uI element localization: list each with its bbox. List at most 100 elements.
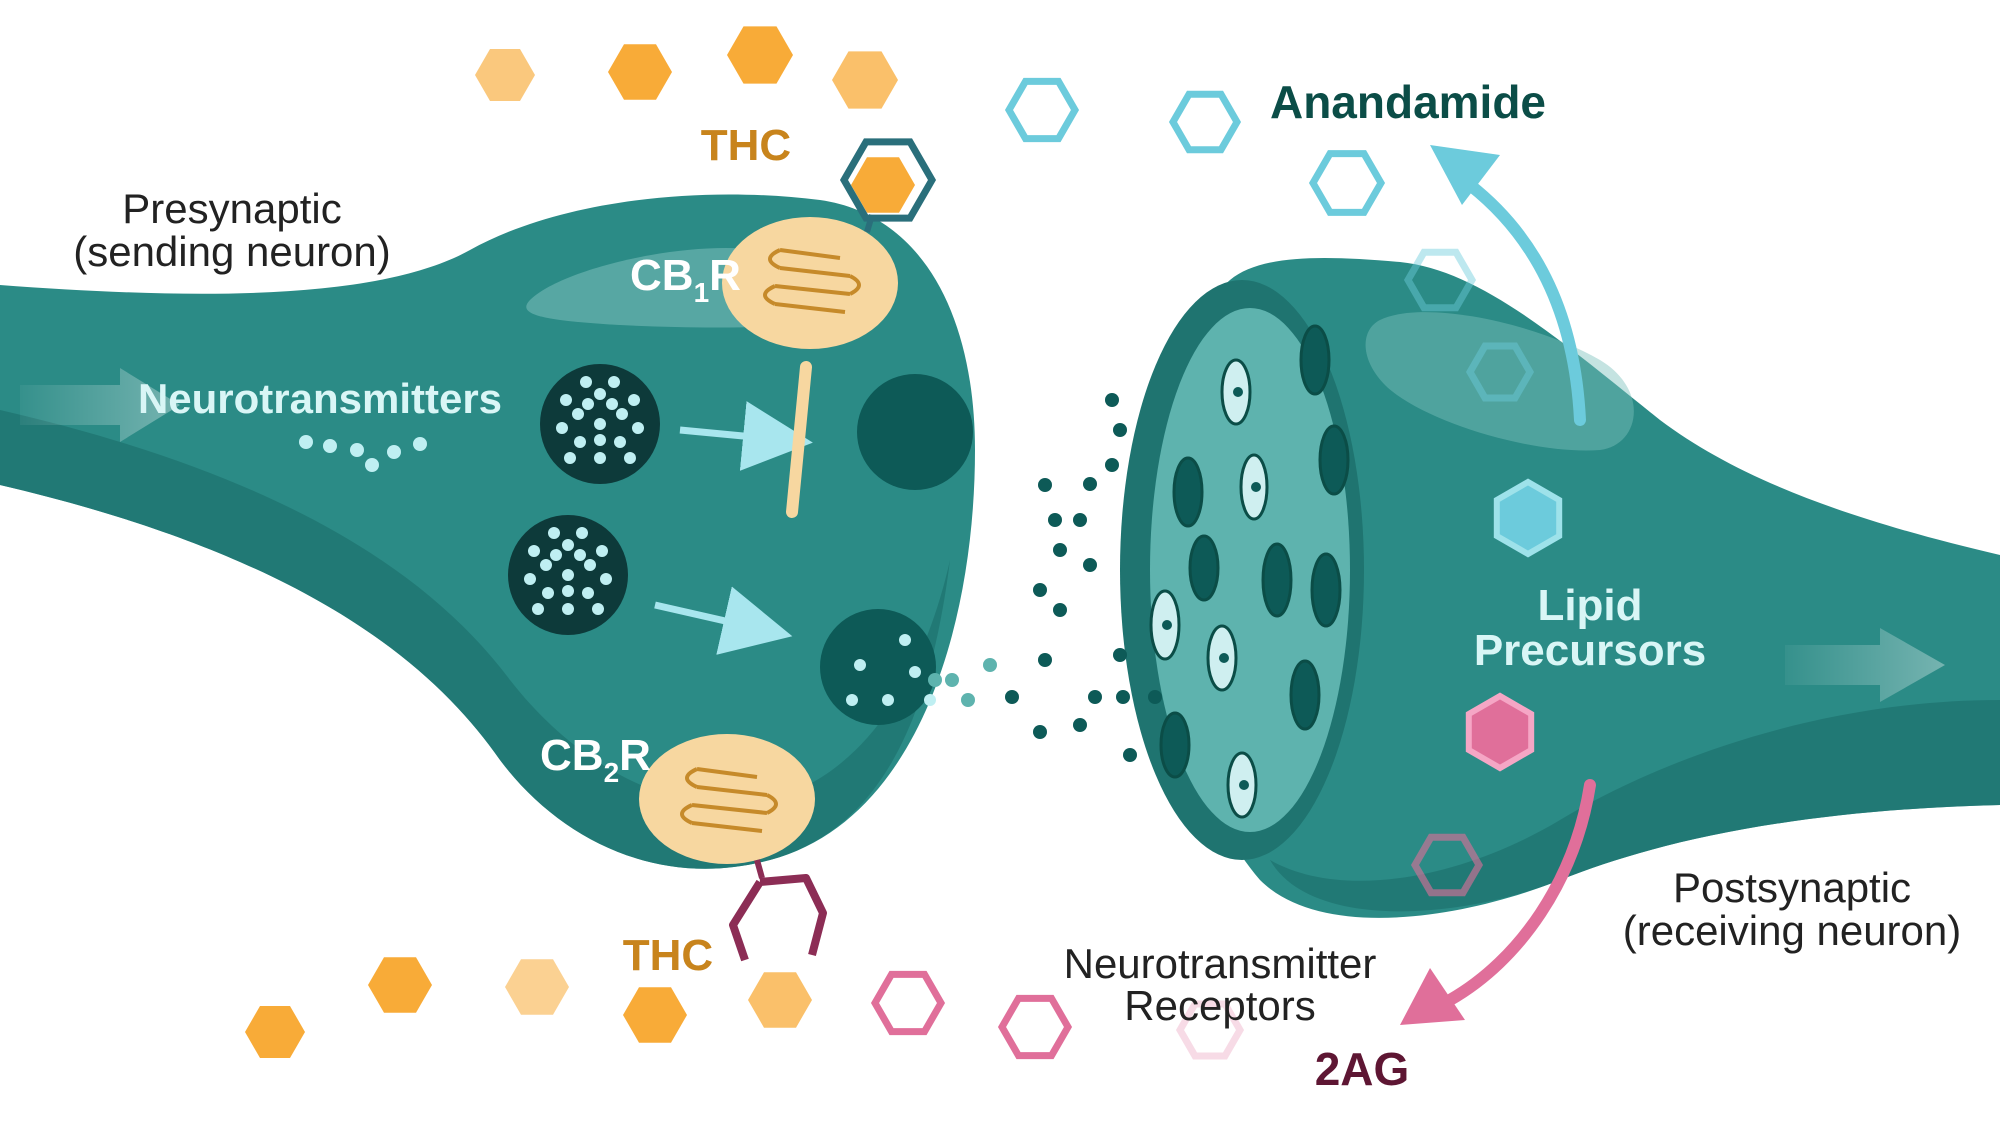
neurotransmitter-molecule	[1105, 458, 1119, 472]
vesicle-lower	[508, 515, 628, 635]
receptor-pore	[1233, 387, 1243, 397]
vesicle-content-dot	[542, 587, 554, 599]
neurotransmitter-molecule	[1005, 690, 1019, 704]
anandamide-molecule-icon	[1004, 77, 1080, 143]
vesicle-content-dot	[574, 549, 586, 561]
neurotransmitter-molecule	[1073, 513, 1087, 527]
release-dot	[924, 694, 936, 706]
receptor-oval	[1188, 534, 1220, 602]
vesicle-content-dot	[580, 376, 592, 388]
neurotransmitter-receptors	[1149, 324, 1350, 819]
vesicle-content-dot	[616, 408, 628, 420]
receptor-oval	[1318, 424, 1350, 496]
neurotransmitter-molecule	[1033, 583, 1047, 597]
neurotransmitter-molecule	[1083, 477, 1097, 491]
neurotransmitter-dot	[365, 458, 379, 472]
neurotransmitter-molecule	[983, 658, 997, 672]
receptor-pore	[1162, 620, 1172, 630]
anandamide-label: Anandamide	[1270, 76, 1546, 128]
cb2r-label-main: CB	[540, 731, 604, 780]
vesicle-content-dot	[582, 587, 594, 599]
receptor-pore	[1219, 653, 1229, 663]
released-neurotransmitter-dots	[846, 634, 936, 706]
cb1r-label-main: CB	[630, 251, 694, 300]
two-ag-precursor-icon	[1465, 692, 1535, 772]
cb1r-label: CB1R	[630, 251, 741, 308]
vesicle-content-dot	[564, 452, 576, 464]
vesicle-content-dot	[584, 559, 596, 571]
neurotransmitter-molecule	[1123, 748, 1137, 762]
thc-molecule-icon	[727, 26, 793, 84]
postsynaptic-label-line2: (receiving neuron)	[1623, 907, 1962, 954]
vesicle-upper	[540, 364, 660, 484]
anandamide-release-arrow	[1464, 179, 1586, 426]
neurotransmitter-molecule	[945, 673, 959, 687]
cb1r-inhibition-bar	[786, 361, 812, 518]
vesicle-content-dot	[594, 452, 606, 464]
presynaptic-neuron	[0, 194, 975, 869]
release-site-closed	[857, 374, 973, 490]
vesicle-arrow-upper	[679, 401, 813, 471]
thc-molecule-icon	[851, 157, 915, 213]
anandamide-molecule-icon	[1168, 90, 1242, 154]
receptor-oval	[1172, 456, 1204, 528]
vesicle-arrow-lower	[654, 586, 793, 655]
two-ag-molecule-icon	[1175, 1000, 1245, 1060]
cb1r-binding-hexagon-icon	[839, 138, 937, 222]
neurotransmitter-molecule	[1048, 513, 1062, 527]
neurotransmitter-dot	[350, 443, 364, 457]
two-ag-label: 2AG	[1315, 1043, 1410, 1095]
vesicle-content-dot	[608, 376, 620, 388]
anandamide-molecule-icon	[1308, 150, 1386, 216]
receptor-oval	[1289, 659, 1321, 731]
molecule-hexagons	[245, 26, 1563, 1060]
cb1r-receptor	[722, 214, 898, 349]
thc-molecule-icon	[475, 49, 535, 101]
vesicle-content-dot	[600, 573, 612, 585]
thc-label-bottom: THC	[623, 931, 713, 980]
vesicle-content-dot	[562, 539, 574, 551]
thc-molecule-icon	[505, 959, 569, 1015]
vesicle-content-dot	[576, 527, 588, 539]
vesicle-content-dot	[562, 569, 574, 581]
vesicle-content-dot	[572, 408, 584, 420]
thc-molecule-icon	[368, 957, 432, 1013]
presynaptic-label-line2: (sending neuron)	[73, 228, 391, 275]
lipid-precursors-label-line2: Precursors	[1474, 626, 1706, 675]
vesicle-content-dot	[614, 436, 626, 448]
thc-molecule-icon	[748, 972, 812, 1028]
vesicle-content-dot	[624, 452, 636, 464]
neurotransmitter-molecule	[1073, 718, 1087, 732]
vesicle-content-dot	[628, 394, 640, 406]
cb2r-binding-hexagon	[729, 874, 827, 962]
neurotransmitter-dot	[413, 437, 427, 451]
vesicle-content-dot	[560, 394, 572, 406]
thc-molecule-icon	[245, 1006, 305, 1058]
release-site-open	[820, 609, 936, 725]
release-dot	[846, 694, 858, 706]
presynaptic-label-line1: Presynaptic	[122, 185, 341, 232]
synaptic-cleft-neurotransmitters	[928, 393, 1162, 762]
vesicle-content-dot	[556, 422, 568, 434]
two-ag-release-arrow	[1444, 779, 1596, 1006]
vesicle-content-dot	[562, 585, 574, 597]
thc-molecule-icon	[608, 44, 672, 100]
vesicle-content-dot	[574, 436, 586, 448]
cb2r-label-end: R	[619, 731, 651, 780]
two-ag-molecule-icon	[870, 970, 946, 1036]
vesicle-content-dot	[594, 434, 606, 446]
cb2r-label-subscript: 2	[604, 757, 620, 788]
vesicle-content-dot	[562, 603, 574, 615]
neurotransmitter-molecule	[961, 693, 975, 707]
dendrite-flow-arrow	[1785, 628, 1945, 702]
neurotransmitters-label: Neurotransmitters	[138, 375, 502, 422]
receptors-label-line1: Neurotransmitter	[1064, 940, 1377, 987]
release-dot	[909, 666, 921, 678]
receptor-pore	[1239, 780, 1249, 790]
anandamide-precursor-icon	[1493, 478, 1563, 558]
receptor-oval	[1299, 324, 1331, 396]
neurotransmitter-molecule	[1148, 690, 1162, 704]
presynaptic-axon-body	[0, 194, 975, 869]
neurotransmitter-molecule	[1088, 690, 1102, 704]
